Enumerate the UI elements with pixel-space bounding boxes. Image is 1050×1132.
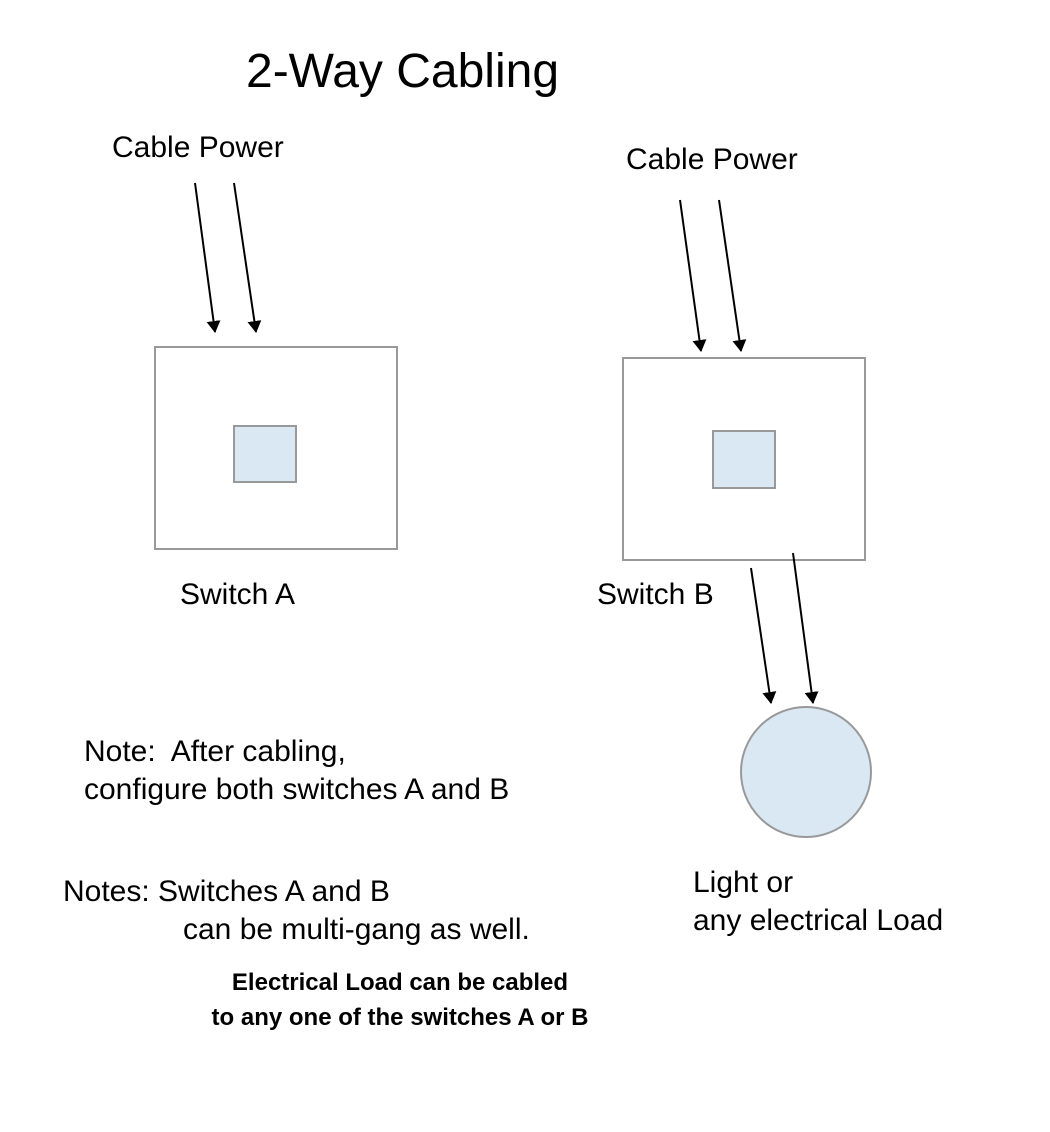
cable-b-arrow-1 [679, 199, 707, 352]
load-label-line1: Light or [693, 866, 794, 899]
note-text: Note: After cabling, configure both swit… [84, 733, 509, 809]
notes-text: Notes: Switches A and B can be multi-gan… [63, 873, 530, 949]
cable-b-arrow-2 [718, 199, 747, 352]
load-circle [740, 706, 872, 838]
load-label-line2: any electrical Load [693, 904, 944, 937]
diagram-title: 2-Way Cabling [246, 45, 560, 98]
load-label: Light or any electrical Load [693, 864, 943, 940]
notes-line2: can be multi-gang as well. [183, 913, 530, 946]
notes-line1: Notes: Switches A and B [63, 875, 390, 908]
switch-b-button [712, 430, 776, 489]
cable-power-label-b: Cable Power [626, 143, 798, 176]
bold-note-line1: Electrical Load can be cabled [231, 969, 569, 996]
note-line1: Note: After cabling, [84, 735, 346, 768]
bold-note-line2: to any one of the switches A or B [211, 1004, 589, 1031]
cable-a-arrow-2 [233, 182, 262, 333]
switch-a-label: Switch A [180, 578, 296, 611]
load-arrow-1 [750, 567, 777, 704]
cable-power-label-a: Cable Power [112, 131, 284, 164]
note-line2: configure both switches A and B [84, 773, 510, 806]
load-arrow-2 [792, 552, 819, 704]
bold-note: Electrical Load can be cabled to any one… [120, 965, 680, 1035]
switch-b-label: Switch B [597, 578, 714, 611]
cable-a-arrow-1 [194, 182, 221, 333]
switch-a-button [233, 425, 297, 483]
